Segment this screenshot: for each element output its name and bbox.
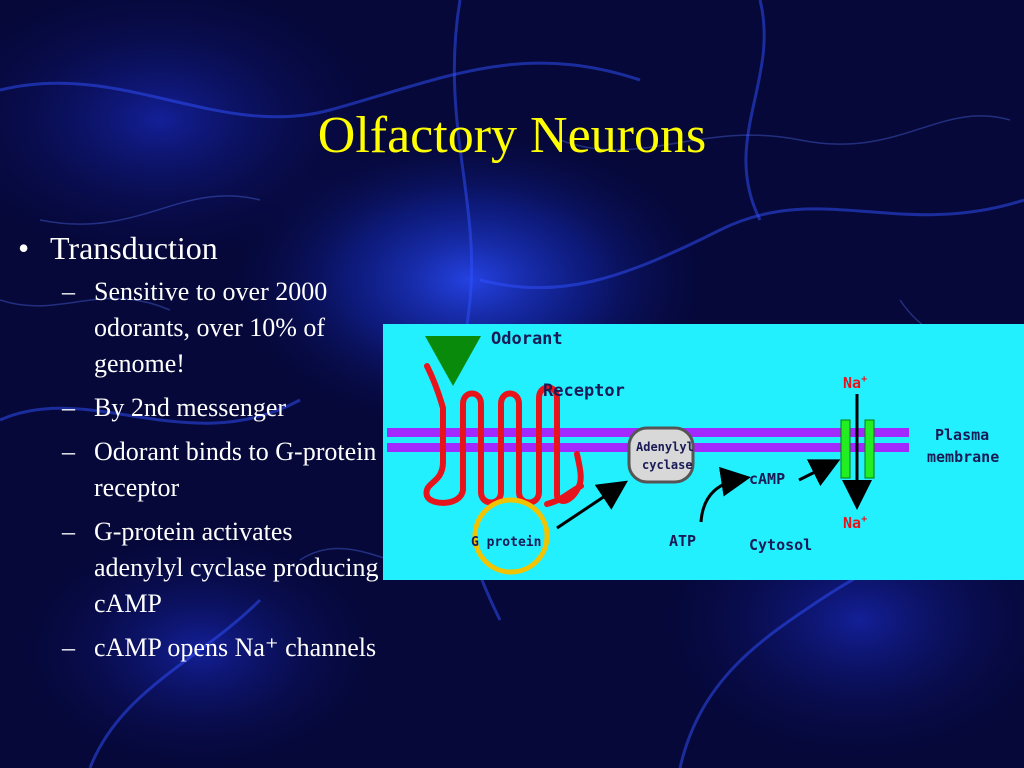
na-channel-right: [864, 419, 875, 479]
gprotein-ring: [472, 497, 550, 575]
adenylyl-cyclase-body: [627, 426, 695, 484]
bullet-marker: •: [18, 230, 30, 266]
sub-bullet-marker: –: [62, 277, 75, 306]
bullet-list: • Transduction – Sensitive to over 2000 …: [18, 228, 380, 674]
bullet-main-text: Transduction: [50, 230, 218, 266]
slide-title: Olfactory Neurons: [317, 107, 707, 164]
plasma-label-line1: Plasma: [935, 426, 989, 444]
camp-label: cAMP: [749, 470, 785, 488]
adenylyl-label-line2: cyclase: [642, 458, 693, 472]
sub-bullet-marker: –: [62, 517, 75, 546]
arrow-atp-to-camp: [699, 466, 751, 523]
plasma-label-line2: membrane: [927, 448, 999, 466]
sub-bullet-marker: –: [62, 437, 75, 466]
cytosol-label: Cytosol: [749, 536, 812, 554]
na-top-label: Na+: [843, 374, 867, 392]
odorant-label: Odorant: [491, 329, 563, 349]
diagram-svg: Odorant Receptor G protein Adenylyl cycl…: [387, 329, 999, 575]
transduction-diagram: Odorant Receptor G protein Adenylyl cycl…: [383, 324, 1024, 580]
sub-bullet-text: By 2nd messenger: [94, 393, 287, 422]
sub-bullet-text: cAMP opens Na⁺ channels: [94, 633, 377, 662]
na-bottom-label: Na+: [843, 514, 867, 532]
sub-bullet-marker: –: [62, 633, 75, 662]
sub-bullet-marker: –: [62, 393, 75, 422]
sub-bullet-item: – By 2nd messenger: [18, 390, 380, 426]
receptor-tail: [544, 483, 584, 507]
na-channel-left: [840, 419, 851, 479]
atp-label: ATP: [669, 532, 696, 550]
sub-bullet-list: – Sensitive to over 2000 odorants, over …: [18, 274, 380, 666]
gprotein-label: G protein: [471, 535, 541, 550]
adenylyl-label-line1: Adenylyl: [636, 440, 694, 454]
receptor-label: Receptor: [543, 381, 625, 401]
bullet-main: • Transduction: [18, 228, 380, 268]
sub-bullet-item: – G-protein activates adenylyl cyclase p…: [18, 514, 380, 622]
sub-bullet-item: – Sensitive to over 2000 odorants, over …: [18, 274, 380, 382]
sub-bullet-text: Sensitive to over 2000 odorants, over 10…: [94, 277, 328, 378]
sub-bullet-item: – cAMP opens Na⁺ channels: [18, 630, 380, 666]
sub-bullet-text: G-protein activates adenylyl cyclase pro…: [94, 517, 379, 618]
sub-bullet-text: Odorant binds to G-protein receptor: [94, 437, 377, 502]
arrow-camp-to-channel: [798, 459, 841, 487]
odorant-shape: [425, 336, 481, 386]
sub-bullet-item: – Odorant binds to G-protein receptor: [18, 434, 380, 506]
arrow-gprotein-to-cyclase: [556, 480, 628, 530]
